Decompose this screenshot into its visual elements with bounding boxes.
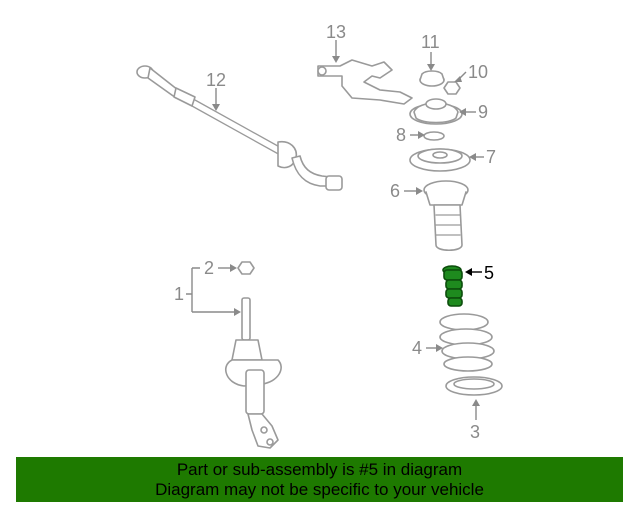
callout-11: 11 (421, 32, 440, 52)
spring-seat-part[interactable] (409, 148, 471, 172)
info-banner: Part or sub-assembly is #5 in diagram Di… (16, 457, 623, 502)
stabilizer-bar-part[interactable] (136, 65, 343, 191)
callout-7: 7 (486, 147, 496, 167)
callout-9: 9 (478, 102, 488, 122)
upper-arm-part[interactable] (317, 59, 413, 105)
callout-12: 12 (206, 70, 226, 90)
callout-6: 6 (390, 181, 400, 201)
lower-seat-part[interactable] (445, 376, 503, 396)
strut-assembly-part[interactable] (224, 297, 282, 449)
washer-part[interactable] (423, 131, 445, 141)
dust-boot-part[interactable] (423, 180, 469, 252)
callout-8: 8 (396, 125, 406, 145)
leader-lines (186, 40, 484, 420)
cap-part[interactable] (419, 70, 445, 87)
coil-spring-part[interactable] (439, 313, 495, 372)
upper-mount-part[interactable] (409, 98, 463, 125)
callout-labels: 13 11 10 12 9 8 7 6 5 4 3 2 1 (174, 22, 496, 442)
bump-stop-part[interactable] (442, 265, 463, 307)
callout-1: 1 (174, 284, 184, 304)
banner-line-1: Part or sub-assembly is #5 in diagram (176, 460, 463, 479)
callout-13: 13 (326, 22, 346, 42)
nut-part[interactable] (443, 81, 461, 95)
callout-2: 2 (204, 258, 214, 278)
suspension-diagram: 13 11 10 12 9 8 7 6 5 4 3 2 1 (136, 22, 503, 449)
callout-4: 4 (412, 338, 422, 358)
callout-10: 10 (468, 62, 488, 82)
callout-5: 5 (484, 263, 494, 283)
callout-3: 3 (470, 422, 480, 442)
strut-nut-part[interactable] (237, 261, 255, 275)
banner-line-2: Diagram may not be specific to your vehi… (155, 480, 484, 499)
